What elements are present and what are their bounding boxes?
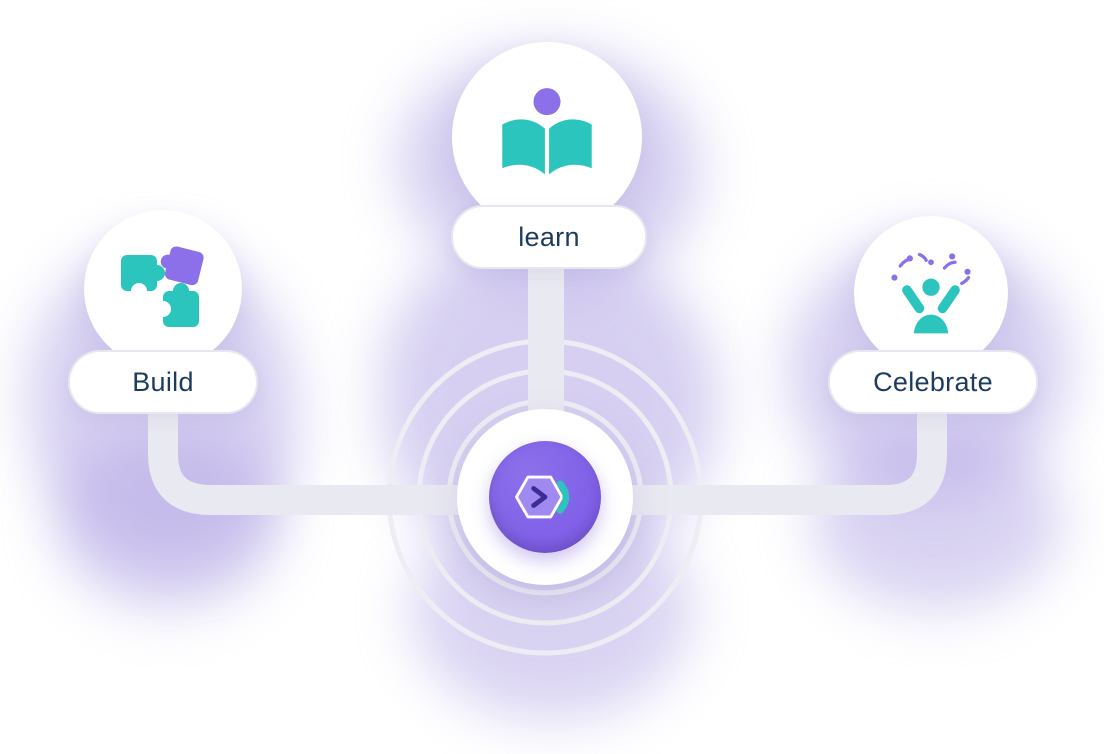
celebrate-connector [546, 402, 947, 515]
celebrate-label-pill: Celebrate [828, 350, 1038, 414]
build-label-pill: Build [68, 350, 258, 414]
build-node-circle [84, 210, 242, 368]
puzzle-icon [121, 246, 204, 327]
celebrate-node-circle [854, 216, 1008, 370]
hub-circle [457, 409, 633, 585]
hub-logo-badge [489, 441, 601, 553]
learn-label-pill: learn [451, 205, 647, 269]
confetti-dashes [898, 252, 971, 286]
confetti-dots [891, 253, 971, 281]
celebrate-label: Celebrate [873, 366, 993, 397]
learn-node-circle [452, 42, 642, 232]
build-label: Build [132, 366, 194, 397]
celebration-icon [891, 252, 971, 334]
hexagon-logo-icon [515, 475, 570, 519]
learn-label: learn [518, 221, 580, 252]
reading-book-icon [502, 88, 592, 175]
build-connector [148, 402, 545, 515]
